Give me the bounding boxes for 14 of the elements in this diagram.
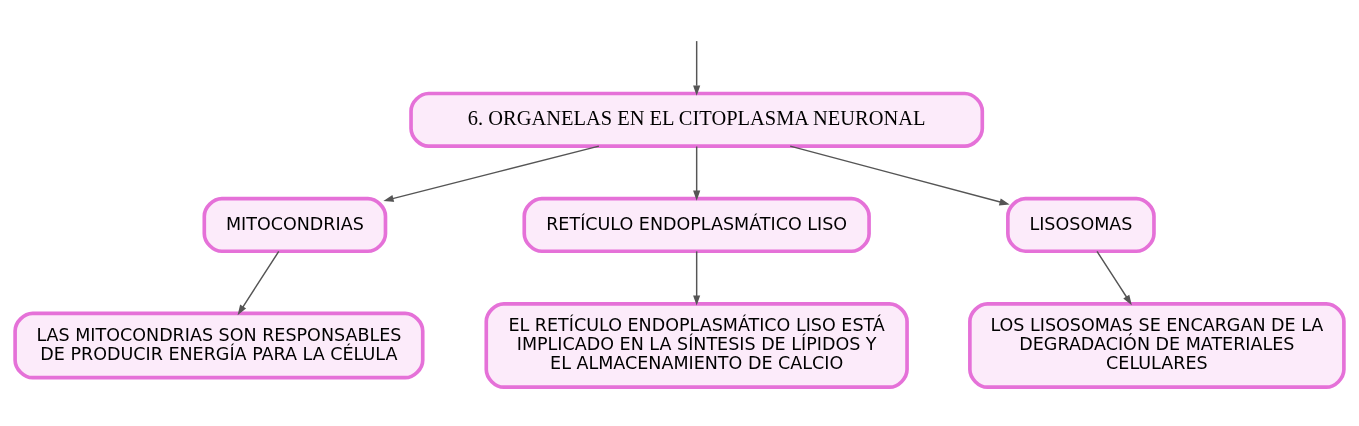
arrow: [693, 250, 701, 306]
node-box: RETÍCULO ENDOPLASMÁTICO LISO: [522, 196, 871, 253]
arrow: [693, 39, 701, 96]
arrow: [1096, 250, 1132, 305]
arrow: [383, 144, 600, 202]
arrow: [693, 145, 701, 201]
node-box: LOS LISOSOMAS SE ENCARGAN DE LA DEGRADACIÓN DE MATERIALES CELULARES: [968, 301, 1346, 389]
node-box: EL RETÍCULO ENDOPLASMÁTICO LISO ESTÁ IMPLICADO EN LA SÍNTESIS DE LÍPIDOS Y EL ALMACENAMIENTO DE CALCIO: [484, 301, 909, 389]
node-box: LAS MITOCONDRIAS SON RESPONSABLES DE PRODUCIR ENERGÍA PARA LA CÉLULA: [13, 311, 425, 379]
node-box: MITOCONDRIAS: [202, 196, 388, 253]
node-box: LISOSOMAS: [1006, 196, 1156, 253]
arrow: [789, 144, 1010, 205]
arrow: [237, 250, 280, 315]
node-box: 6. ORGANELAS EN EL CITOPLASMA NEURONAL: [409, 91, 985, 148]
